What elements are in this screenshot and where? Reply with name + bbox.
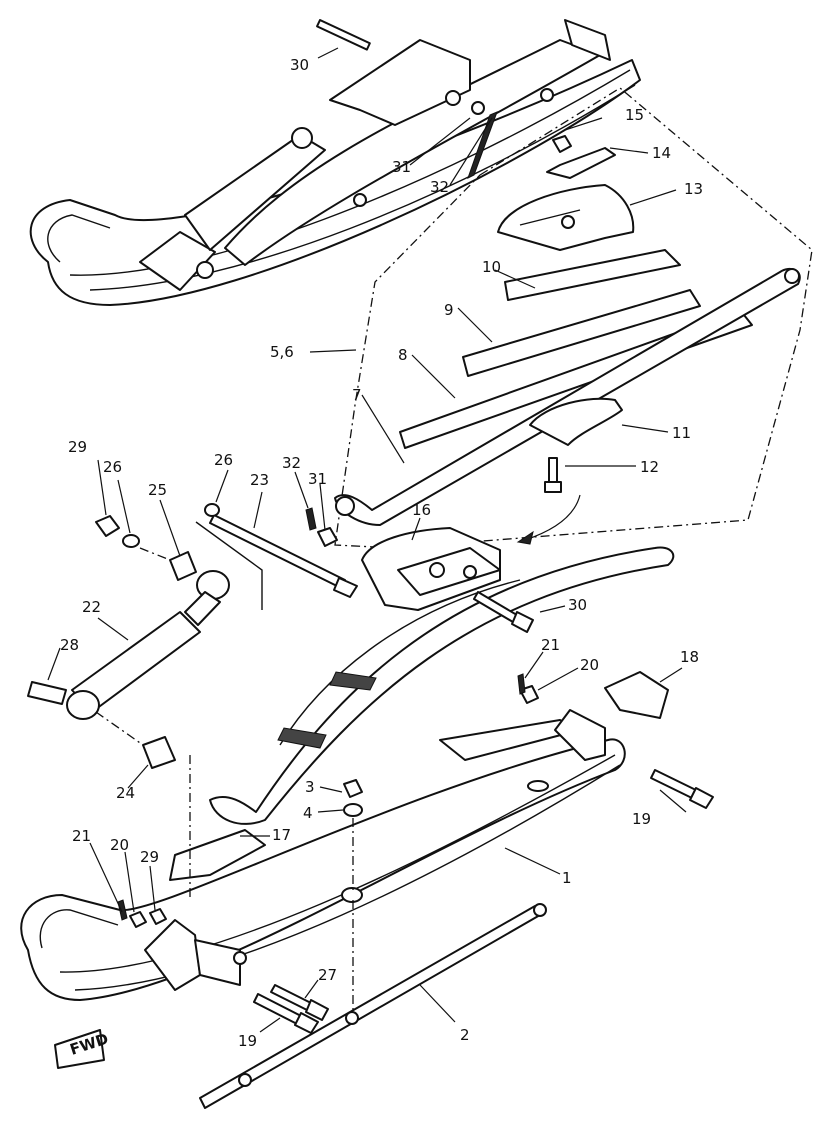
callout-9: 9 [444, 301, 454, 319]
callout-10: 10 [482, 258, 501, 276]
callout-31-top: 31 [392, 158, 411, 176]
callout-23: 23 [250, 471, 269, 489]
callout-21-rear: 21 [541, 636, 560, 654]
callout-8: 8 [398, 346, 408, 364]
callout-14: 14 [652, 144, 671, 162]
ski-body [20, 671, 714, 1109]
callout-15: 15 [625, 106, 644, 124]
callout-24: 24 [116, 784, 135, 802]
callout-26-bolt: 26 [214, 451, 233, 469]
callout-19-front: 19 [238, 1032, 257, 1050]
callout-25: 25 [148, 481, 167, 499]
callout-11: 11 [672, 424, 691, 442]
callout-27: 27 [318, 966, 337, 984]
callout-17: 17 [272, 826, 291, 844]
callout-2: 2 [460, 1026, 470, 1044]
fwd-arrow-icon: FWD [54, 1029, 111, 1069]
callout-30-top: 30 [290, 56, 309, 74]
callout-numbers: 30 31 32 15 14 13 10 9 8 7 11 12 5,6 29 … [60, 56, 703, 1050]
callout-18: 18 [680, 648, 699, 666]
callout-29-front: 29 [140, 848, 159, 866]
callout-7: 7 [352, 386, 362, 404]
leaf-spring-parts [334, 135, 801, 526]
callout-26-shock: 26 [103, 458, 122, 476]
callout-32-mid: 32 [282, 454, 301, 472]
callout-16: 16 [412, 501, 431, 519]
callout-21-front: 21 [72, 827, 91, 845]
assembled-ski-top [29, 18, 641, 306]
leaf-spring-group-outline [334, 87, 813, 549]
callout-30-mid: 30 [568, 596, 587, 614]
callout-13: 13 [684, 180, 703, 198]
callout-20-rear: 20 [580, 656, 599, 674]
callout-22: 22 [82, 598, 101, 616]
leaf-spring-assembly [209, 494, 675, 825]
callout-1: 1 [562, 869, 572, 887]
callout-5-6: 5,6 [270, 343, 294, 361]
callout-4: 4 [303, 804, 313, 822]
callout-29-shock: 29 [68, 438, 87, 456]
shock-absorber-parts [27, 503, 358, 769]
leader-lines [47, 47, 687, 1033]
callout-28: 28 [60, 636, 79, 654]
callout-20-front: 20 [110, 836, 129, 854]
callout-3: 3 [305, 778, 315, 796]
callout-32-top: 32 [430, 178, 449, 196]
callout-12: 12 [640, 458, 659, 476]
callout-31-mid: 31 [308, 470, 327, 488]
callout-19-rear: 19 [632, 810, 651, 828]
